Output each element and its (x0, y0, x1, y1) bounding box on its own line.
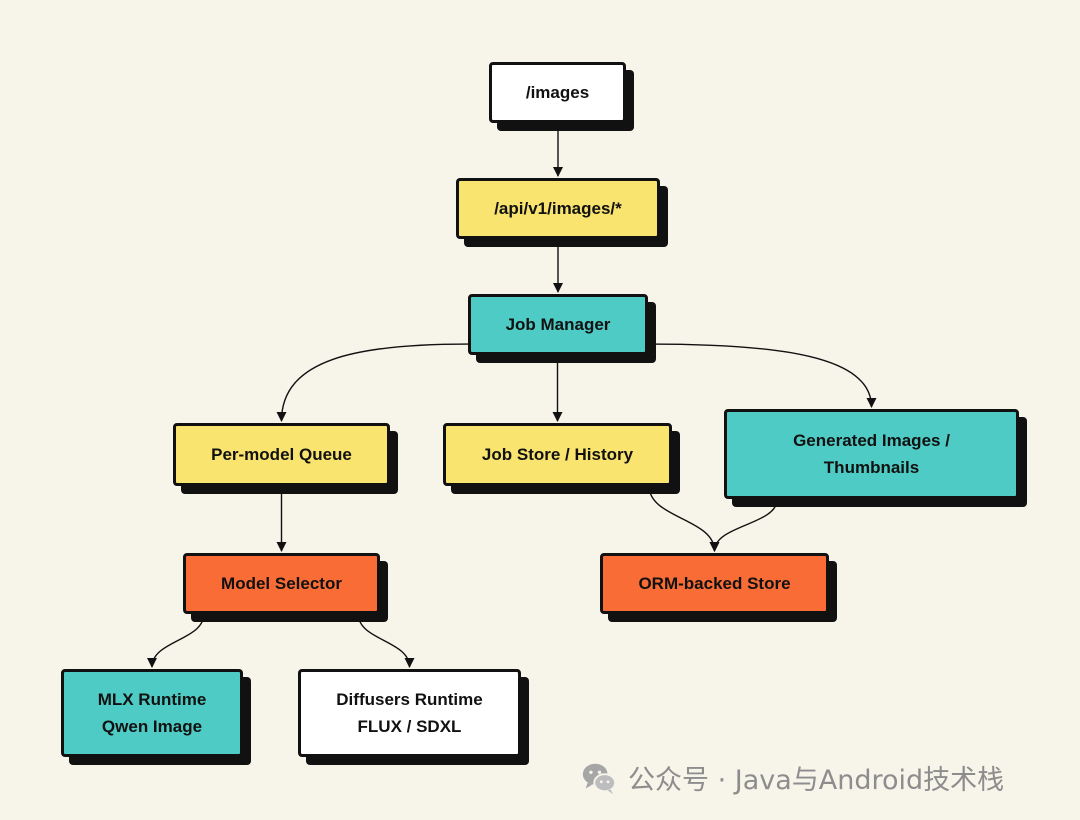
node-mlx-runtime-label-line1: MLX Runtime (97, 690, 207, 709)
edge-job-manager-to-queue (276, 343, 469, 422)
node-diffusers-runtime: Diffusers Runtime FLUX / SDXL (298, 669, 521, 757)
edge-job-store-to-orm-store (648, 485, 720, 552)
node-orm-backed-store: ORM-backed Store (600, 553, 829, 614)
watermark: 公众号 · Java与Android技术栈 (580, 758, 1004, 797)
node-per-model-queue-label: Per-model Queue (211, 445, 352, 464)
watermark-text: 公众号 · Java与Android技术栈 (628, 765, 1005, 796)
node-api-endpoint: /api/v1/images/* (456, 178, 660, 239)
node-mlx-runtime: MLX Runtime Qwen Image (61, 669, 243, 757)
node-model-selector-label: Model Selector (221, 574, 342, 593)
node-images: /images (489, 62, 626, 123)
node-diffusers-runtime-label-line1: Diffusers Runtime (336, 690, 483, 709)
edge-model-selector-to-mlx (147, 613, 205, 668)
node-mlx-runtime-label-line2: Qwen Image (101, 717, 203, 736)
edge-generated-to-orm-store (709, 498, 778, 552)
node-diffusers-runtime-label-line2: FLUX / SDXL (357, 717, 462, 736)
edge-job-manager-to-generated (647, 343, 877, 408)
wechat-icon (582, 763, 617, 794)
node-job-store-history: Job Store / History (443, 423, 672, 486)
node-generated-images-label-line2: Thumbnails (823, 458, 920, 477)
node-job-store-history-label: Job Store / History (481, 445, 634, 464)
node-generated-images-label-line1: Generated Images / (793, 431, 950, 450)
node-api-endpoint-label: /api/v1/images/* (494, 199, 622, 218)
node-job-manager: Job Manager (468, 294, 648, 355)
node-images-label: /images (525, 83, 590, 102)
node-per-model-queue: Per-model Queue (173, 423, 390, 486)
node-generated-images: Generated Images / Thumbnails (724, 409, 1019, 499)
node-job-manager-label: Job Manager (505, 315, 611, 334)
node-model-selector: Model Selector (183, 553, 380, 614)
edge-model-selector-to-diffusers (357, 613, 415, 668)
node-orm-backed-store-label: ORM-backed Store (638, 574, 791, 593)
